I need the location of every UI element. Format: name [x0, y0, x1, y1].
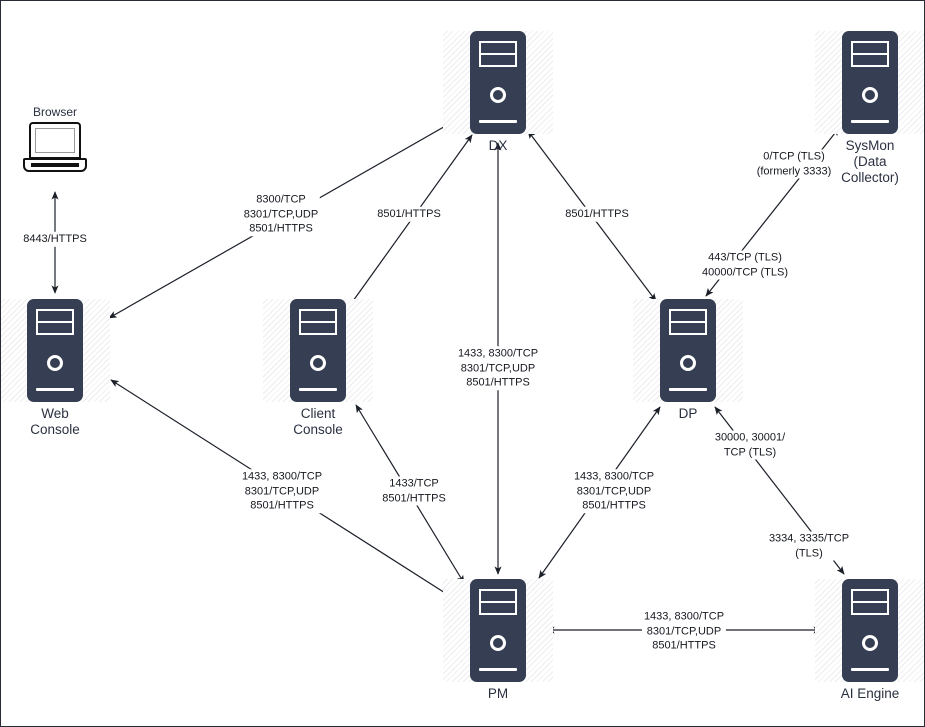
server-icon	[842, 579, 898, 682]
node-dx[interactable]: DX	[438, 31, 558, 154]
laptop-screen-icon	[35, 128, 75, 153]
node-backdrop-browser	[1, 122, 110, 172]
power-button-icon	[47, 355, 63, 371]
edge-client-console-dx	[347, 134, 473, 309]
node-backdrop-dp	[633, 299, 743, 402]
node-backdrop-ai_engine	[815, 579, 924, 682]
node-backdrop-web_console	[1, 299, 110, 402]
power-button-icon	[680, 355, 696, 371]
server-icon	[842, 31, 898, 134]
server-vents-icon	[669, 309, 707, 335]
power-button-icon	[862, 635, 878, 651]
edge-dp-pm	[538, 406, 661, 579]
node-backdrop-dx	[443, 31, 553, 134]
server-vents-icon	[479, 589, 517, 615]
server-icon	[27, 299, 83, 402]
node-label-pm: PM	[487, 686, 509, 701]
laptop-keyboard-icon	[31, 163, 79, 167]
node-label-web_console: Web Console	[30, 406, 80, 437]
node-label-sysmon: SysMon (Data Collector)	[841, 138, 899, 185]
node-browser[interactable]: Browser	[1, 105, 115, 172]
server-vents-icon	[851, 41, 889, 67]
edge-dx-dp	[527, 130, 657, 302]
laptop-base-icon	[23, 158, 87, 172]
server-icon	[470, 579, 526, 682]
power-button-icon	[862, 87, 878, 103]
server-icon	[470, 31, 526, 134]
server-base-icon	[36, 387, 74, 391]
edge-dp-ai-engine	[714, 406, 845, 575]
server-base-icon	[669, 387, 707, 391]
node-client_console[interactable]: Client Console	[258, 299, 378, 438]
power-button-icon	[490, 87, 506, 103]
node-label-dp: DP	[678, 406, 698, 421]
node-pm[interactable]: PM	[438, 579, 558, 702]
server-base-icon	[851, 667, 889, 671]
node-sysmon[interactable]: SysMon (Data Collector)	[810, 31, 924, 186]
node-backdrop-pm	[443, 579, 553, 682]
power-button-icon	[490, 635, 506, 651]
server-icon	[290, 299, 346, 402]
node-label-client_console: Client Console	[293, 406, 343, 437]
node-dp[interactable]: DP	[628, 299, 748, 422]
laptop-icon	[23, 122, 87, 172]
node-backdrop-sysmon	[815, 31, 924, 134]
power-button-icon	[310, 355, 326, 371]
edge-web-console-dx	[108, 115, 464, 319]
server-base-icon	[479, 119, 517, 123]
server-vents-icon	[479, 41, 517, 67]
server-base-icon	[299, 387, 337, 391]
node-label-ai_engine: AI Engine	[840, 686, 900, 701]
server-vents-icon	[851, 589, 889, 615]
server-vents-icon	[36, 309, 74, 335]
server-vents-icon	[299, 309, 337, 335]
node-label-dx: DX	[488, 138, 508, 153]
node-label-browser: Browser	[32, 105, 77, 119]
server-icon	[660, 299, 716, 402]
node-backdrop-client_console	[263, 299, 373, 402]
laptop-lid-icon	[29, 122, 81, 159]
server-base-icon	[479, 667, 517, 671]
node-ai_engine[interactable]: AI Engine	[810, 579, 924, 702]
server-base-icon	[851, 119, 889, 123]
node-web_console[interactable]: Web Console	[1, 299, 115, 438]
